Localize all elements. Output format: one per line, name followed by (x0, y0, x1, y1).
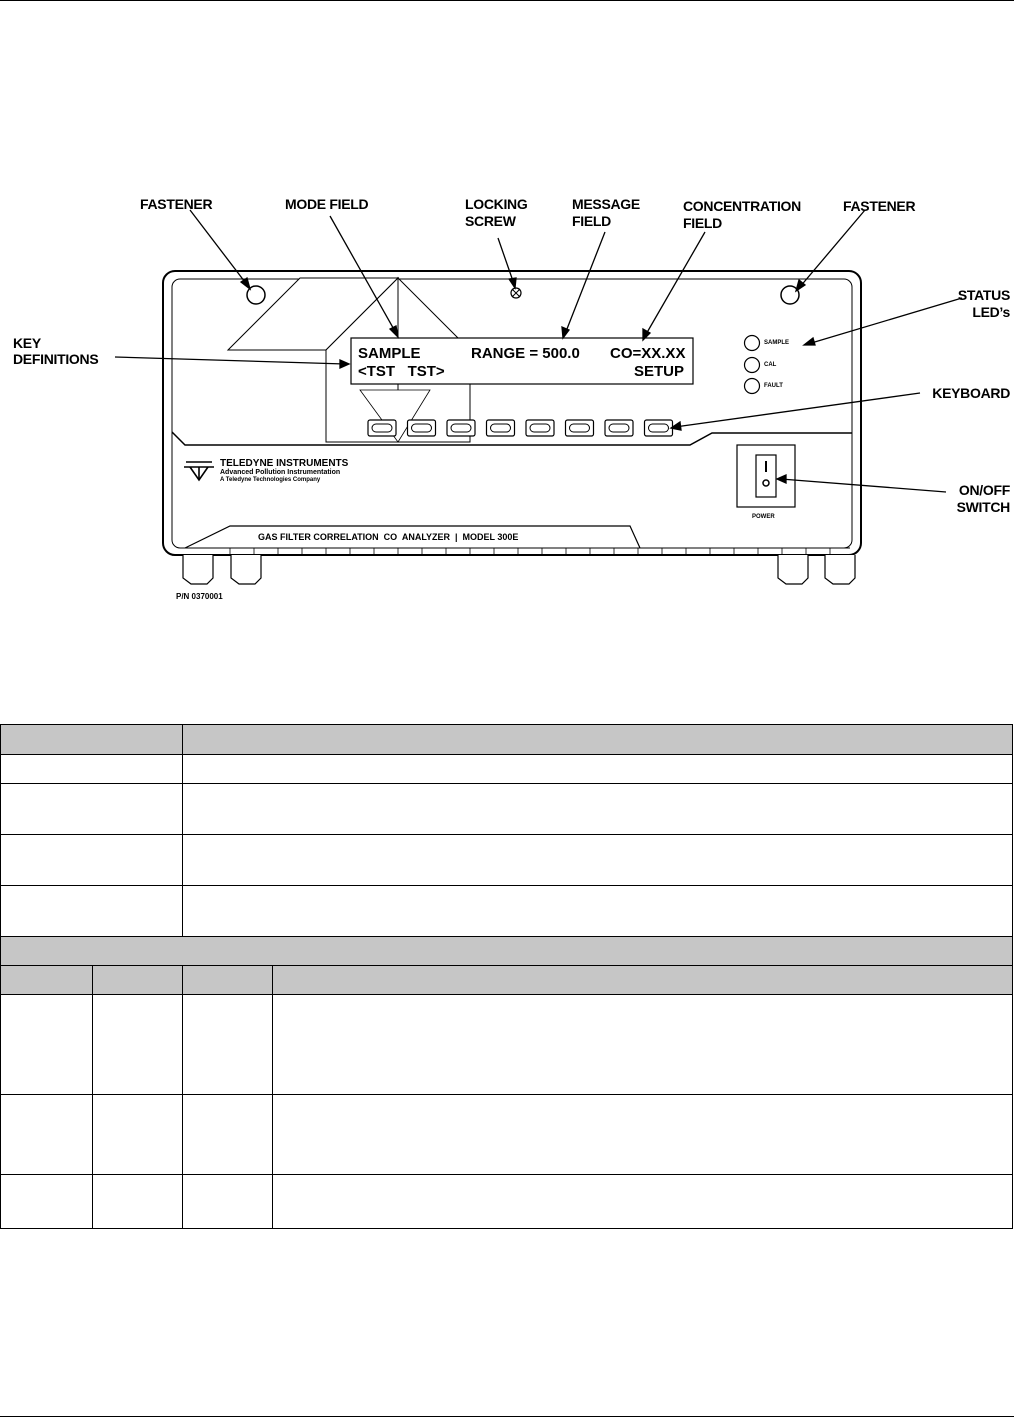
front-panel-drawing (114, 209, 963, 585)
callout-locking-screw-line2: SCREW (465, 213, 516, 229)
foot-1 (182, 555, 214, 585)
brand-tagline: Advanced Pollution Instrumentation (220, 469, 341, 476)
callout-locking-screw-line1: LOCKING (465, 196, 528, 212)
table-row (0, 834, 1013, 886)
table-cell (272, 1094, 1013, 1175)
subheader-cell-2 (92, 965, 183, 995)
table-cell (182, 1094, 273, 1175)
table-cell (92, 1174, 183, 1229)
table-cell (0, 1094, 93, 1175)
table-header-row (0, 724, 1013, 755)
foot-4 (824, 555, 856, 585)
brand-sub: A Teledyne Technologies Company (220, 477, 321, 483)
callout-status-leds-line2: LED’s (972, 304, 1010, 320)
keyboard-keys (367, 419, 674, 437)
lcd-message: RANGE = 500.0 (471, 345, 580, 362)
leader-lines (114, 209, 963, 493)
table-section-row (0, 936, 1013, 966)
table-row (0, 1174, 1013, 1229)
subheader-cell-3 (182, 965, 273, 995)
teledyne-logo (184, 461, 214, 482)
callout-keyboard: KEYBOARD (932, 385, 1010, 401)
table-cell (272, 994, 1013, 1095)
table-row (0, 783, 1013, 835)
led-label-sample: SAMPLE (764, 340, 790, 346)
header-cell-2 (182, 724, 1013, 755)
foot-2 (230, 555, 262, 585)
callout-fastener-left: FASTENER (140, 196, 213, 212)
table-row (0, 754, 1013, 784)
callout-on-off-switch-line2: SWITCH (956, 499, 1011, 515)
callout-concentration-field-line1: CONCENTRATION (683, 198, 801, 214)
callout-message-field-line1: MESSAGE (572, 196, 640, 212)
table-cell (182, 834, 1013, 886)
top-rule (0, 0, 1014, 1)
table-cell (182, 994, 273, 1095)
specification-table (0, 724, 1013, 1229)
section-cell (0, 936, 1013, 966)
table-cell (0, 1174, 93, 1229)
part-number: P/N 0370001 (176, 592, 223, 601)
callout-key-definitions-line1: KEY (13, 335, 41, 351)
brand-name: TELEDYNE INSTRUMENTS (220, 458, 349, 469)
table-cell (0, 783, 183, 835)
callout-status-leds-line1: STATUS (957, 287, 1010, 303)
lcd-concentration: CO=XX.XX (610, 345, 686, 362)
callout-key-definitions-line2: DEFINITIONS (13, 351, 99, 367)
table-row (0, 1094, 1013, 1175)
table-cell (0, 834, 183, 886)
front-panel-figure: FASTENER MODE FIELD LOCKING SCREW MESSAG… (0, 180, 1014, 620)
model-plate (184, 525, 641, 549)
table-subheader-row (0, 965, 1013, 995)
subheader-cell-1 (0, 965, 93, 995)
led-fault (743, 377, 761, 395)
foot-3 (777, 555, 809, 585)
table-cell (182, 783, 1013, 835)
lcd-key-left: <TST TST> (358, 363, 445, 380)
lcd-mode: SAMPLE (358, 345, 421, 362)
table-cell (92, 994, 183, 1095)
table-row (0, 994, 1013, 1095)
ridge-ticks (229, 548, 831, 555)
subheader-cell-4 (272, 965, 1013, 995)
led-label-fault: FAULT (764, 383, 783, 389)
table-cell (272, 1174, 1013, 1229)
table-cell (0, 754, 183, 784)
lcd-key-right: SETUP (634, 363, 685, 380)
bottom-rule (0, 1416, 1014, 1417)
bezel-line (171, 431, 852, 446)
table-cell (182, 885, 1013, 937)
callout-fastener-right: FASTENER (843, 198, 916, 214)
power-label: POWER (752, 514, 775, 520)
led-label-cal: CAL (764, 362, 777, 368)
table-cell (182, 754, 1013, 784)
header-cell-1 (0, 724, 183, 755)
callout-mode-field: MODE FIELD (285, 196, 369, 212)
power-switch-rocker (755, 454, 777, 498)
table-cell (182, 1174, 273, 1229)
led-cal (743, 356, 761, 374)
fastener-right-drawing (780, 285, 800, 305)
callout-message-field-line2: FIELD (572, 213, 611, 229)
callout-concentration-field-line2: FIELD (683, 215, 722, 231)
table-cell (92, 1094, 183, 1175)
lcd-window (350, 337, 694, 385)
table-cell (0, 994, 93, 1095)
callout-on-off-switch-line1: ON/OFF (958, 482, 1010, 498)
table-cell (0, 885, 183, 937)
model-label: GAS FILTER CORRELATION CO ANALYZER | MOD… (258, 532, 519, 542)
led-sample (743, 334, 761, 352)
fastener-left-drawing (246, 285, 266, 305)
table-row (0, 885, 1013, 937)
